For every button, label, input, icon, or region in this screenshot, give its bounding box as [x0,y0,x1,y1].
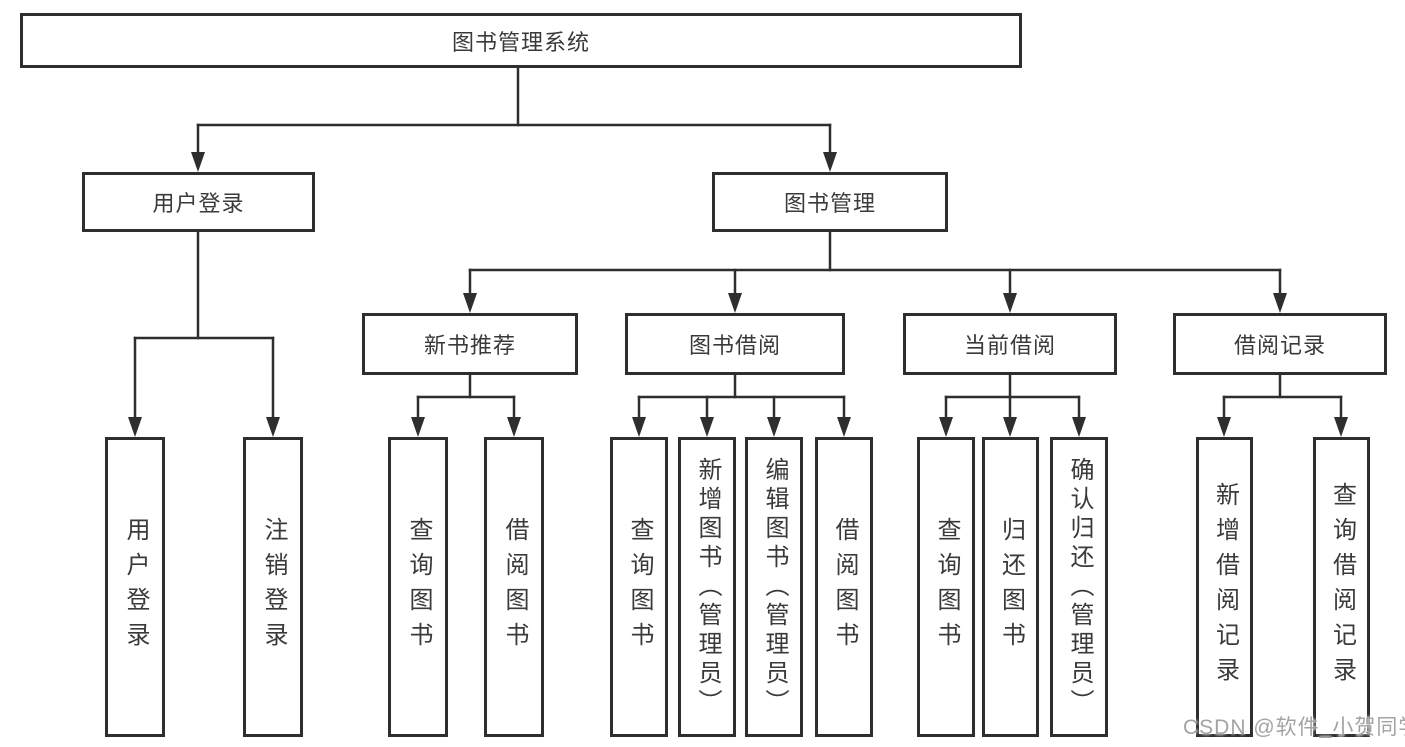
leaf-logout: 注销登录 [243,437,303,737]
leaf-cb-query-books: 查询图书 [917,437,975,737]
node-book-management-label: 图书管理 [783,191,876,216]
leaf-br-add-record-label: 新增借阅记录 [1211,482,1239,692]
leaf-bb-borrow-books: 借阅图书 [815,437,873,737]
leaf-bb-query-books: 查询图书 [610,437,668,737]
node-book-borrowing-label: 图书借阅 [688,333,781,358]
leaf-cb-return-books: 归还图书 [982,437,1039,737]
leaf-logout-label: 注销登录 [260,517,287,657]
node-book-borrowing: 图书借阅 [625,313,845,375]
leaf-user-login: 用户登录 [105,437,165,737]
node-borrowing-records-label: 借阅记录 [1233,333,1326,358]
leaf-bb-edit-books-admin-label: 编辑图书（管理员） [761,456,788,718]
leaf-nbr-query-books-label: 查询图书 [405,517,432,657]
leaf-bb-add-books-admin: 新增图书（管理员） [678,437,736,737]
leaf-nbr-borrow-books-label: 借阅图书 [501,517,528,657]
node-user-login-label: 用户登录 [152,191,245,216]
leaf-cb-query-books-label: 查询图书 [933,517,960,657]
leaf-bb-edit-books-admin: 编辑图书（管理员） [745,437,803,737]
leaf-nbr-borrow-books: 借阅图书 [484,437,544,737]
leaf-nbr-query-books: 查询图书 [388,437,448,737]
leaf-bb-query-books-label: 查询图书 [626,517,653,657]
node-library-system-label: 图书管理系统 [451,29,590,55]
node-borrowing-records: 借阅记录 [1173,313,1387,375]
node-current-borrowing-label: 当前借阅 [963,333,1056,358]
csdn-watermark: CSDN @软件_小贺同学 [1183,716,1405,739]
leaf-br-query-record: 查询借阅记录 [1313,437,1370,737]
node-book-management: 图书管理 [712,172,948,232]
leaf-user-login-label: 用户登录 [122,517,149,657]
node-current-borrowing: 当前借阅 [903,313,1117,375]
leaf-cb-confirm-return-admin-label: 确认归还（管理员） [1066,456,1093,718]
leaf-bb-borrow-books-label: 借阅图书 [831,517,858,657]
node-new-book-recommendation-label: 新书推荐 [423,333,516,358]
node-library-system: 图书管理系统 [20,13,1022,68]
leaf-br-query-record-label: 查询借阅记录 [1328,482,1356,692]
leaf-cb-return-books-label: 归还图书 [997,517,1025,657]
leaf-bb-add-books-admin-label: 新增图书（管理员） [694,456,721,718]
node-new-book-recommendation: 新书推荐 [362,313,578,375]
leaf-br-add-record: 新增借阅记录 [1196,437,1253,737]
node-user-login: 用户登录 [82,172,315,232]
leaf-cb-confirm-return-admin: 确认归还（管理员） [1050,437,1108,737]
